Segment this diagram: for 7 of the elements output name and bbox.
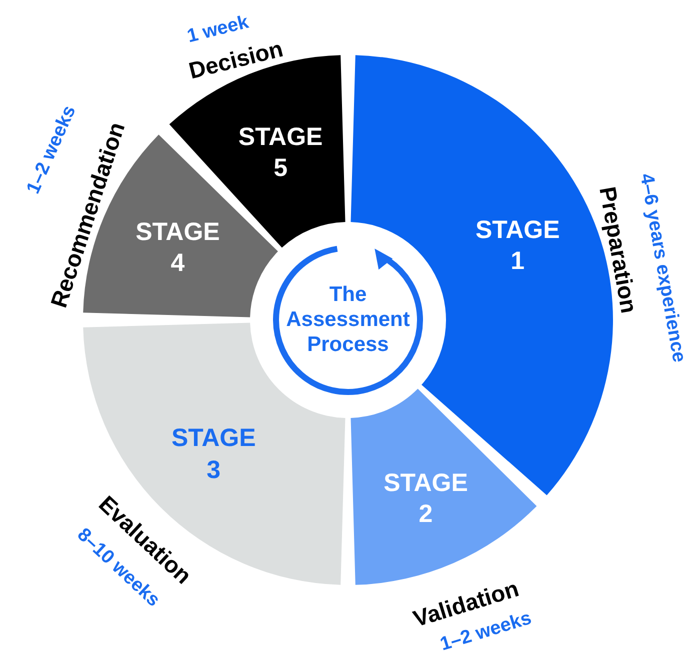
stage-label: STAGE 1 bbox=[476, 214, 560, 278]
stage-label: STAGE 4 bbox=[136, 216, 220, 279]
duration-label: 1 week bbox=[185, 12, 251, 48]
stage-label: STAGE 5 bbox=[238, 122, 323, 184]
center-title: The Assessment Process bbox=[286, 282, 410, 358]
stage-label: STAGE 3 bbox=[172, 423, 256, 486]
stage-label: STAGE 2 bbox=[384, 468, 468, 530]
